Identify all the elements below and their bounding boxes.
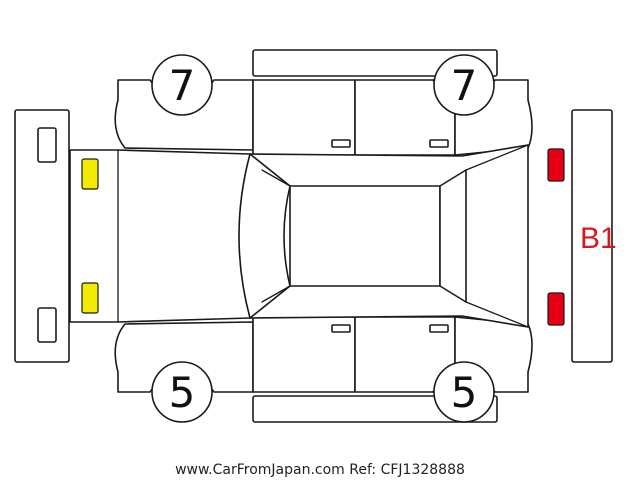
grade-circle-front-left: 7 bbox=[151, 54, 213, 116]
grade-label-front-right: 5 bbox=[169, 368, 196, 417]
roof-panel-top bbox=[252, 49, 498, 77]
rear-damage-code: B1 bbox=[580, 222, 617, 255]
rear-light-mark-upper bbox=[547, 148, 565, 182]
footer-watermark: www.CarFromJapan.com Ref: CFJ1328888 bbox=[175, 462, 465, 478]
rear-bumper bbox=[571, 109, 613, 363]
front-light-mark-lower bbox=[81, 282, 99, 314]
front-bumper bbox=[14, 109, 70, 363]
grade-circle-front-right: 5 bbox=[151, 361, 213, 423]
grade-label-rear-right: 5 bbox=[451, 368, 478, 417]
grade-circle-rear-right: 5 bbox=[433, 361, 495, 423]
grade-label-rear-left: 7 bbox=[451, 61, 478, 110]
grade-circle-rear-left: 7 bbox=[433, 54, 495, 116]
grade-label-front-left: 7 bbox=[169, 61, 196, 110]
left-side-body bbox=[114, 79, 533, 156]
rear-light-mark-lower bbox=[547, 292, 565, 326]
front-light-mark-upper bbox=[81, 158, 99, 190]
top-view-body bbox=[69, 144, 529, 328]
